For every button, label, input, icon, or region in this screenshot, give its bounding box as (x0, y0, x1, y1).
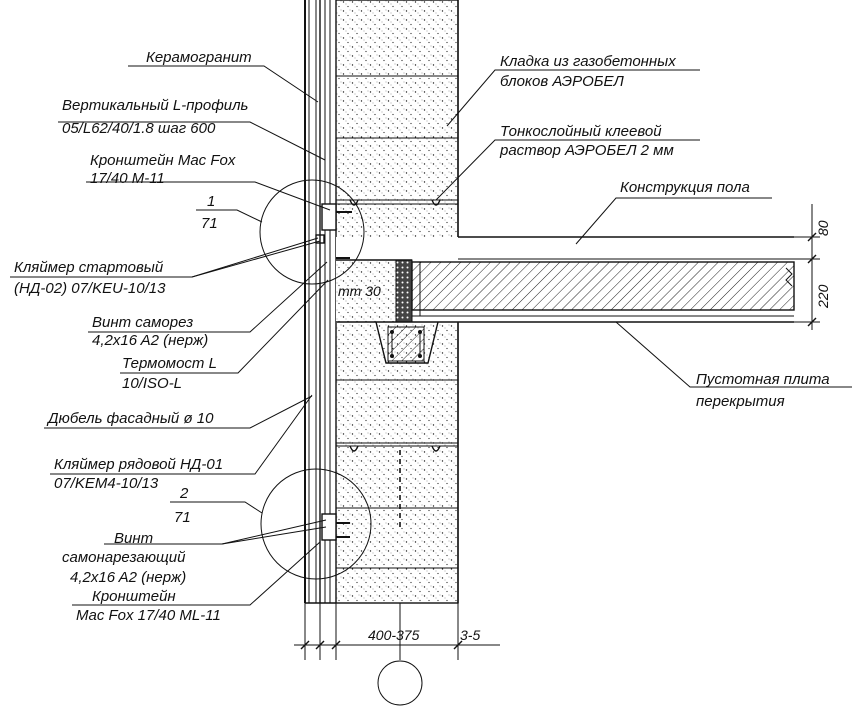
svg-text:(НД-02) 07/KEU-10/13: (НД-02) 07/KEU-10/13 (14, 280, 166, 297)
joint-anchors (349, 199, 441, 530)
svg-text:Тонкослойный клеевой: Тонкослойный клеевой (500, 123, 662, 140)
label-bracket-bottom: Кронштейн Mac Fox 17/40 ML-11 (76, 588, 221, 624)
label-detail-2: 2 71 (174, 485, 191, 526)
bracket-top-drawing (315, 203, 352, 259)
leader-lines (10, 65, 852, 606)
label-adhesive: Тонкослойный клеевой раствор АЭРОБЕЛ 2 м… (499, 123, 674, 159)
dim-wall: 400-375 (368, 627, 420, 643)
svg-text:Кронштейн Mac Fox: Кронштейн Mac Fox (90, 152, 236, 169)
svg-text:4,2x16 A2 (нерж): 4,2x16 A2 (нерж) (70, 569, 186, 586)
label-detail-1: 1 71 (201, 193, 218, 232)
svg-text:Mac Fox 17/40 ML-11: Mac Fox 17/40 ML-11 (76, 607, 221, 624)
svg-text:Кляймер рядовой НД-01: Кляймер рядовой НД-01 (54, 456, 223, 473)
svg-text:Кляймер стартовый: Кляймер стартовый (14, 259, 164, 276)
svg-text:самонарезающий: самонарезающий (62, 549, 186, 566)
svg-text:05/L62/40/1.8 шаг 600: 05/L62/40/1.8 шаг 600 (62, 120, 216, 137)
detail-circle-2 (260, 468, 372, 580)
svg-text:Дюбель фасадный ø 10: Дюбель фасадный ø 10 (46, 410, 214, 427)
svg-text:Пустотная плита: Пустотная плита (696, 371, 830, 388)
svg-text:4,2x16 A2 (нерж): 4,2x16 A2 (нерж) (92, 332, 208, 349)
label-floor-construction: Конструкция пола (620, 179, 750, 196)
svg-text:Винт саморез: Винт саморез (92, 314, 193, 331)
dimension-bottom (294, 603, 500, 660)
svg-text:17/40 M-11: 17/40 M-11 (90, 170, 165, 187)
label-facade-dowel: Дюбель фасадный ø 10 (46, 410, 214, 427)
svg-text:Вертикальный L-профиль: Вертикальный L-профиль (62, 97, 249, 114)
svg-text:раствор АЭРОБЕЛ 2 мм: раствор АЭРОБЕЛ 2 мм (499, 142, 674, 159)
dim-gap: 3-5 (460, 627, 480, 643)
belt-u-block (375, 321, 439, 364)
label-masonry: Кладка из газобетонных блоков АЭРОБЕЛ (500, 53, 676, 90)
label-clamp-start: Кляймер стартовый (НД-02) 07/KEU-10/13 (14, 259, 166, 297)
label-hollow-slab: Пустотная плита перекрытия (696, 371, 830, 410)
dim-slab: 220 (815, 284, 831, 309)
svg-text:71: 71 (201, 215, 218, 232)
svg-text:71: 71 (174, 509, 191, 526)
label-vertical-profile: Вертикальный L-профиль 05/L62/40/1.8 шаг… (62, 97, 249, 137)
label-bracket-top: Кронштейн Mac Fox 17/40 M-11 (90, 152, 236, 187)
dim-floor: 80 (815, 220, 831, 236)
svg-text:1: 1 (207, 193, 215, 210)
svg-text:Кладка из газобетонных: Кладка из газобетонных (500, 53, 676, 70)
svg-text:10/ISO-L: 10/ISO-L (122, 375, 182, 392)
dimension-right (785, 204, 820, 330)
label-ceramogranit: Керамогранит (146, 49, 252, 66)
svg-text:Конструкция пола: Конструкция пола (620, 179, 750, 196)
label-thermal-bridge: Термомост L 10/ISO-L (122, 355, 217, 392)
detail-circle-1 (259, 179, 365, 285)
label-screw-self-cutting: Винт самонарезающий 4,2x16 A2 (нерж) (62, 530, 186, 586)
svg-text:Термомост L: Термомост L (122, 355, 217, 372)
svg-text:Керамогранит: Керамогранит (146, 49, 252, 66)
svg-text:блоков АЭРОБЕЛ: блоков АЭРОБЕЛ (500, 73, 625, 90)
svg-text:перекрытия: перекрытия (696, 393, 785, 410)
svg-text:07/KEM4-10/13: 07/KEM4-10/13 (54, 475, 159, 492)
svg-text:2: 2 (179, 485, 189, 502)
floor-slab-zone (336, 0, 795, 603)
facade-system (304, 0, 336, 604)
label-screw-self-tapping: Винт саморез 4,2x16 A2 (нерж) (92, 314, 208, 349)
svg-text:Кронштейн: Кронштейн (92, 588, 176, 605)
dim-insulation: mm 30 (338, 283, 381, 299)
axis-marker (377, 603, 423, 706)
svg-text:Винт: Винт (114, 530, 153, 547)
label-clamp-row: Кляймер рядовой НД-01 07/KEM4-10/13 (54, 456, 223, 492)
